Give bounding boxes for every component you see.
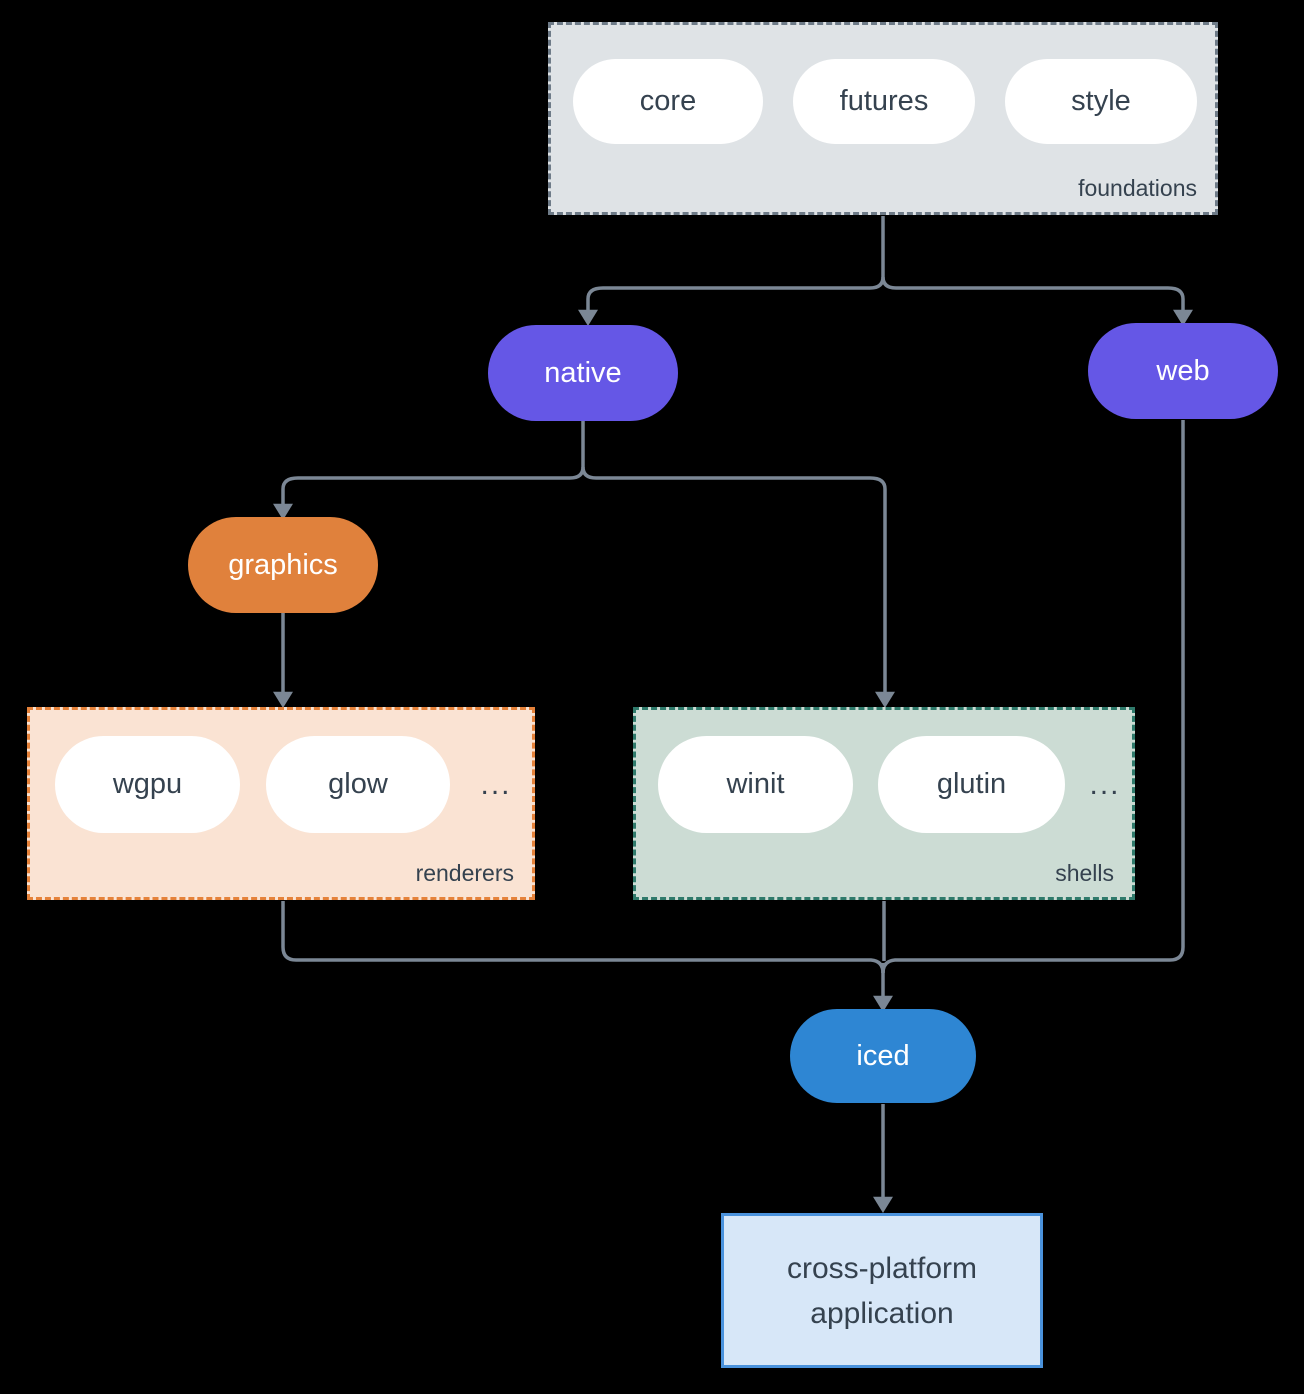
- application-label-line1: cross-platform: [786, 1251, 978, 1285]
- crate-style: style: [1005, 59, 1197, 144]
- edge-native-graphics: [273, 421, 585, 520]
- renderers-label: renderers: [415, 860, 514, 886]
- crate-futures: futures: [793, 59, 975, 144]
- application-label-line2: application: [810, 1296, 954, 1330]
- crate-glutin: glutin: [878, 736, 1065, 833]
- crate-wgpu: wgpu: [55, 736, 240, 833]
- renderers-ellipsis: ...: [480, 767, 512, 801]
- node-native: native: [488, 325, 678, 421]
- shells-group: winit glutin ... shells: [633, 707, 1135, 900]
- crate-core: core: [573, 59, 763, 144]
- edge-renderers-merge: [281, 901, 885, 974]
- foundations-label: foundations: [1078, 175, 1197, 201]
- application-box: cross-platform application: [721, 1213, 1043, 1368]
- edge-native-shells: [581, 466, 895, 708]
- crate-glow: glow: [266, 736, 450, 833]
- edge-foundations-native: [578, 216, 885, 326]
- edge-foundations-web: [881, 276, 1193, 326]
- node-iced: iced: [790, 1009, 976, 1103]
- renderers-group: wgpu glow ... renderers: [27, 707, 535, 900]
- node-graphics: graphics: [188, 517, 378, 613]
- shells-label: shells: [1055, 860, 1114, 886]
- shells-ellipsis: ...: [1089, 767, 1121, 801]
- crate-winit: winit: [658, 736, 853, 833]
- foundations-group: core futures style foundations: [548, 22, 1218, 215]
- node-web: web: [1088, 323, 1278, 419]
